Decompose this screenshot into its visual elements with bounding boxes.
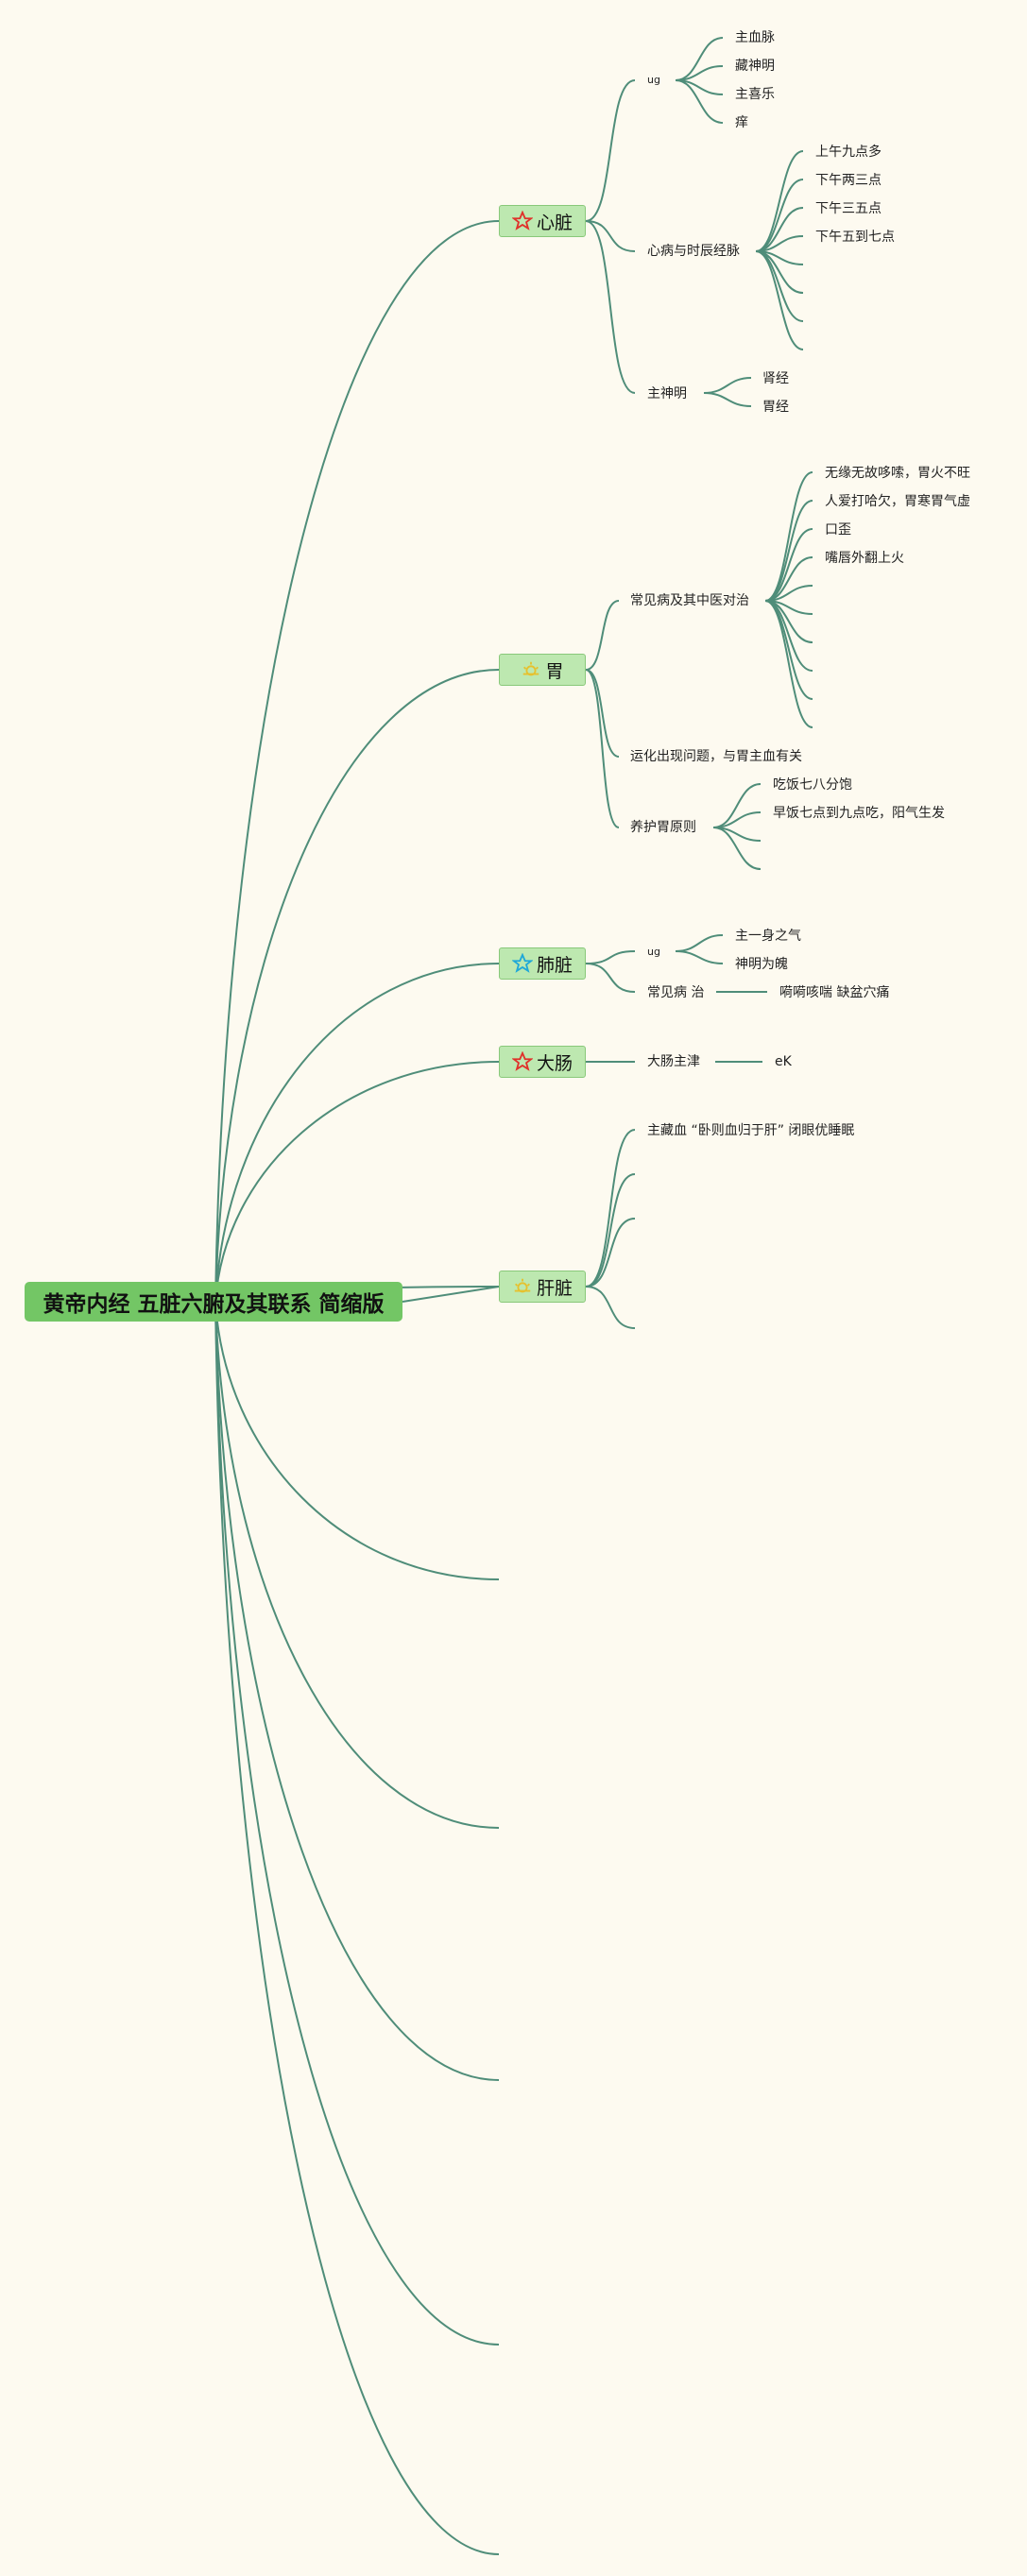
leaf-label: 无缘无故哆嗦，胃火不旺 bbox=[825, 466, 970, 481]
organ-node-heart[interactable]: 心脏 bbox=[499, 205, 586, 237]
leaf-label: 下午五到七点 bbox=[815, 230, 895, 245]
connector-line bbox=[214, 1061, 500, 1303]
connector-line bbox=[703, 392, 752, 407]
leaf-label: 胃经 bbox=[762, 400, 789, 415]
connector-line bbox=[585, 950, 636, 964]
connector-line bbox=[214, 220, 500, 1303]
leaf-label: 吃饭七八分饱 bbox=[773, 777, 852, 793]
leaf-label: 神明为魄 bbox=[735, 957, 788, 972]
organ-label: 大肠 bbox=[536, 1052, 573, 1074]
lung-branch-label: 常见病 治 bbox=[647, 985, 705, 1000]
sun-icon bbox=[514, 1278, 531, 1293]
connector-line bbox=[585, 79, 636, 222]
star-icon bbox=[511, 211, 533, 230]
connector-line bbox=[675, 950, 724, 964]
stomach-branch-label: 养护胃原则 bbox=[630, 820, 696, 835]
connector-line bbox=[755, 179, 804, 252]
leaf-label: 上午九点多 bbox=[815, 145, 882, 160]
root-node[interactable]: 黄帝内经 五脏六腑及其联系 简缩版 bbox=[25, 1282, 402, 1322]
connector-line bbox=[585, 1286, 636, 1329]
leaf-label: 下午两三点 bbox=[815, 173, 882, 188]
leaf-label: 痒 bbox=[735, 115, 748, 130]
connector-line bbox=[712, 827, 762, 870]
leaf-label: 主喜乐 bbox=[735, 87, 775, 102]
leaf-label: 人爱打哈欠，胃寒胃气虚 bbox=[825, 494, 970, 509]
connector-line bbox=[585, 669, 620, 758]
leaf-label: eK bbox=[775, 1054, 792, 1069]
connector-line bbox=[214, 1301, 500, 1580]
heart-branch-label: 主神明 bbox=[647, 386, 687, 401]
leaf-label: 肾经 bbox=[762, 371, 789, 386]
connector-line bbox=[585, 1173, 636, 1288]
root-title: 黄帝内经 五脏六腑及其联系 简缩版 bbox=[43, 1292, 385, 1317]
connector-line bbox=[764, 600, 813, 700]
connector-line bbox=[214, 1301, 500, 2346]
connector-line bbox=[764, 528, 813, 602]
connector-line bbox=[585, 600, 620, 671]
star-icon bbox=[511, 953, 533, 973]
leaf-label: 下午三五点 bbox=[815, 201, 882, 216]
connector-line bbox=[764, 600, 813, 728]
organ-node-lung[interactable]: 肺脏 bbox=[499, 947, 586, 980]
connector-line bbox=[214, 1301, 500, 1829]
heart-branch-label: 心病与时辰经脉 bbox=[647, 244, 740, 259]
organ-label: 肝脏 bbox=[536, 1277, 573, 1299]
organ-label: 心脏 bbox=[536, 212, 573, 233]
organ-label: 肺脏 bbox=[536, 954, 573, 976]
leaf-label: 口歪 bbox=[825, 522, 851, 537]
colon-branch-label: 大肠主津 bbox=[647, 1054, 700, 1069]
stomach-branch-label: 运化出现问题，与胃主血有关 bbox=[630, 749, 802, 764]
connector-line bbox=[703, 377, 752, 394]
connector-line bbox=[764, 500, 813, 602]
leaf-label: 早饭七点到九点吃，阳气生发 bbox=[773, 806, 945, 821]
organ-node-stomach[interactable]: 胃 bbox=[499, 654, 586, 686]
leaf-label: 主一身之气 bbox=[735, 929, 801, 944]
connector-line bbox=[214, 669, 500, 1303]
connector-line bbox=[214, 963, 500, 1303]
leaf-label: 主血脉 bbox=[735, 30, 775, 45]
connector-line bbox=[675, 79, 724, 124]
stomach-branch-label: 常见病及其中医对治 bbox=[630, 593, 749, 608]
connector-line bbox=[585, 1218, 636, 1288]
connector-line bbox=[585, 220, 636, 252]
heart-branch-label: ug bbox=[647, 74, 660, 86]
connector-line bbox=[755, 250, 804, 350]
sun-icon bbox=[523, 661, 539, 676]
leaf-label: 嘴唇外翻上火 bbox=[825, 551, 904, 566]
leaf-label: 藏神明 bbox=[735, 59, 775, 74]
lung-branch-label: ug bbox=[647, 946, 660, 958]
connector-line bbox=[755, 250, 804, 322]
connector-line bbox=[585, 220, 636, 394]
connector-line bbox=[214, 1301, 500, 2555]
organ-node-liver[interactable]: 肝脏 bbox=[499, 1271, 586, 1303]
star-icon bbox=[511, 1051, 533, 1071]
connector-line bbox=[764, 471, 813, 602]
connector-line bbox=[585, 963, 636, 993]
organ-node-colon[interactable]: 大肠 bbox=[499, 1046, 586, 1078]
connector-line bbox=[214, 1301, 500, 2081]
connector-line bbox=[402, 1286, 500, 1303]
leaf-label: 嗬嗬咳喘 缺盆穴痛 bbox=[779, 985, 890, 1000]
connector-line bbox=[675, 934, 724, 952]
connector-line bbox=[755, 150, 804, 252]
liver-branch-label: 主藏血 “卧则血归于肝” 闭眼优睡眠 bbox=[647, 1123, 855, 1138]
connector-line bbox=[585, 669, 620, 828]
connector-line bbox=[585, 1129, 636, 1288]
organ-label: 胃 bbox=[545, 660, 564, 682]
